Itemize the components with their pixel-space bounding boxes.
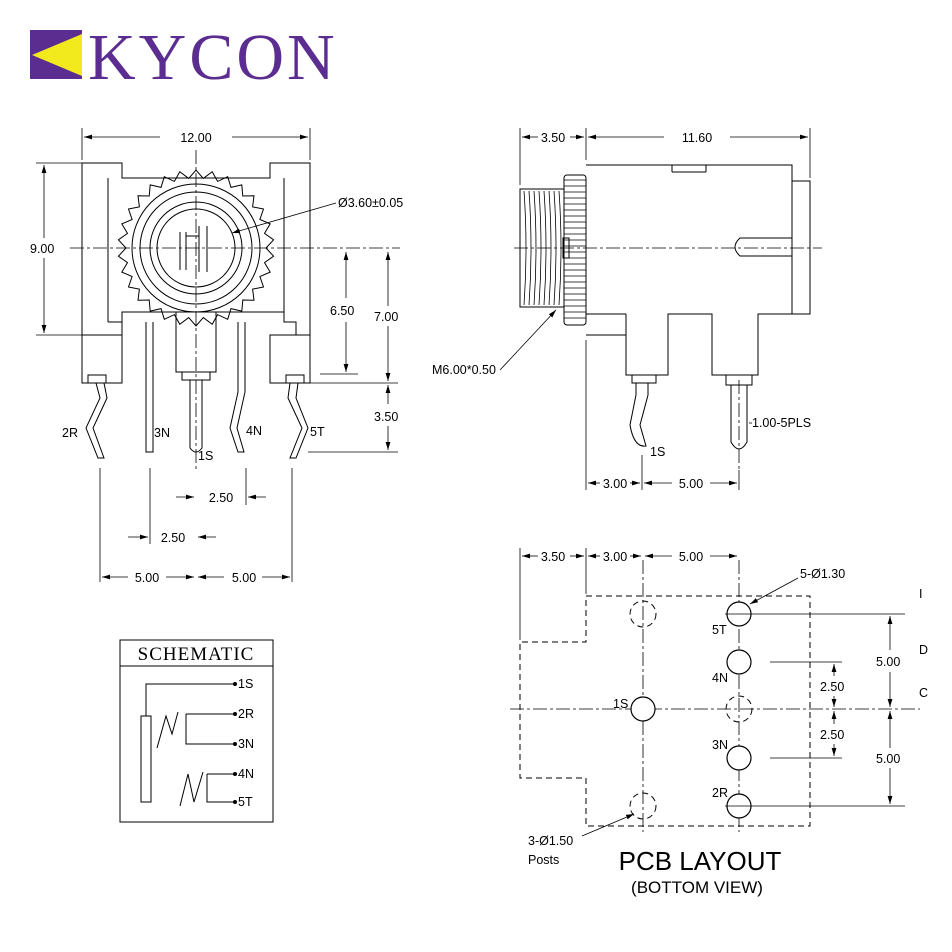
pcb-hole-note: 5-Ø1.30: [800, 567, 845, 581]
schematic-label-1s: 1S: [238, 677, 253, 691]
dim-pcb-500-lower: 5.00: [876, 752, 900, 766]
pcb-post-label: Posts: [528, 853, 559, 867]
dim-front-700: 7.00: [374, 310, 398, 324]
dim-side-500: 5.00: [679, 477, 703, 491]
dim-pcb-top-350: 3.50: [541, 550, 565, 564]
pcb-label-2r: 2R: [712, 786, 728, 800]
pcb-edge-mark-1: I: [919, 587, 922, 601]
schematic-title: SCHEMATIC: [138, 644, 255, 665]
pcb-label-1s: 1S: [613, 697, 628, 711]
dim-hole-diameter: Ø3.60±0.05: [338, 196, 403, 210]
pcb-title: PCB LAYOUT: [619, 846, 782, 876]
dim-front-width: 12.00: [180, 131, 211, 145]
dim-pcb-250-lower: 2.50: [820, 728, 844, 742]
dim-front-height: 9.00: [30, 242, 54, 256]
pcb-label-3n: 3N: [712, 738, 728, 752]
front-label-1s: 1S: [198, 449, 213, 463]
front-label-4n: 4N: [246, 424, 262, 438]
front-view: 12.00 9.00 Ø3.60±0.05 6.50 7.00 3.50 2R …: [30, 128, 403, 585]
schematic-label-3n: 3N: [238, 737, 254, 751]
kycon-logo: KYCON: [30, 21, 338, 94]
side-view: 3.50 11.60 M6.00*0.50 1.00-5PLS 1S 3.00 …: [432, 128, 822, 491]
pcb-hole-4n: [726, 649, 752, 675]
logo-yellow-mark: [32, 34, 82, 76]
schematic-label-4n: 4N: [238, 767, 254, 781]
dim-pcb-250-upper: 2.50: [820, 680, 844, 694]
dim-side-350: 3.50: [541, 131, 565, 145]
pcb-outline: [519, 595, 811, 827]
pcb-layout: 3.50 3.00 5.00 5-Ø1.30 5T 4N 1S 3N 2R 2.…: [510, 548, 928, 897]
pcb-subtitle: (BOTTOM VIEW): [631, 878, 763, 897]
dim-pitch-lower: 2.50: [161, 531, 185, 545]
dim-side-300: 3.00: [603, 477, 627, 491]
pcb-post-top: [629, 600, 657, 628]
pcb-post-bottom: [629, 792, 657, 820]
front-pin-4n: [229, 322, 246, 453]
schematic-terminal: [233, 742, 237, 746]
side-nut: [563, 174, 587, 326]
side-pin-note: 1.00-5PLS: [752, 416, 811, 430]
schematic-terminal: [233, 800, 237, 804]
dim-side-1160: 11.60: [682, 131, 712, 145]
dim-span-left: 5.00: [135, 571, 159, 585]
schematic-sleeve: [140, 715, 152, 803]
front-pin-1s: [189, 380, 203, 453]
dim-front-650: 6.50: [330, 304, 354, 318]
side-body: [586, 164, 811, 376]
schematic-terminal: [233, 682, 237, 686]
schematic-label-2r: 2R: [238, 707, 254, 721]
dim-pcb-top-300: 3.00: [603, 550, 627, 564]
pcb-label-5t: 5T: [712, 623, 727, 637]
dim-pcb-top-500: 5.00: [679, 550, 703, 564]
logo-wordmark: KYCON: [88, 21, 338, 94]
pcb-hole-1s: [630, 696, 656, 722]
pcb-edge-mark-3: C: [919, 686, 928, 700]
pcb-label-4n: 4N: [712, 671, 728, 685]
side-label-1s: 1S: [650, 445, 665, 459]
pcb-hole-3n: [726, 745, 752, 771]
pcb-post-note: 3-Ø1.50: [528, 834, 573, 848]
schematic-frame: [119, 639, 274, 823]
schematic-terminal: [233, 772, 237, 776]
dim-pcb-500-upper: 5.00: [876, 655, 900, 669]
dim-span-right: 5.00: [232, 571, 256, 585]
front-label-3n: 3N: [154, 426, 170, 440]
schematic-terminal: [233, 712, 237, 716]
dim-pitch-upper: 2.50: [209, 491, 233, 505]
front-pin-2r: [85, 382, 108, 459]
front-pin-3n: [145, 322, 154, 453]
front-label-5t: 5T: [310, 425, 325, 439]
dim-front-350: 3.50: [374, 410, 398, 424]
side-thread-note: M6.00*0.50: [432, 363, 496, 377]
front-label-2r: 2R: [62, 426, 78, 440]
front-pin-5t: [287, 382, 309, 459]
schematic-label-5t: 5T: [238, 795, 253, 809]
side-pin-1s: [629, 383, 649, 447]
pcb-post-right: [725, 695, 753, 723]
pcb-edge-mark-2: D: [919, 643, 928, 657]
schematic: SCHEMATIC 1S 2R 3N 4N 5T: [119, 639, 274, 823]
